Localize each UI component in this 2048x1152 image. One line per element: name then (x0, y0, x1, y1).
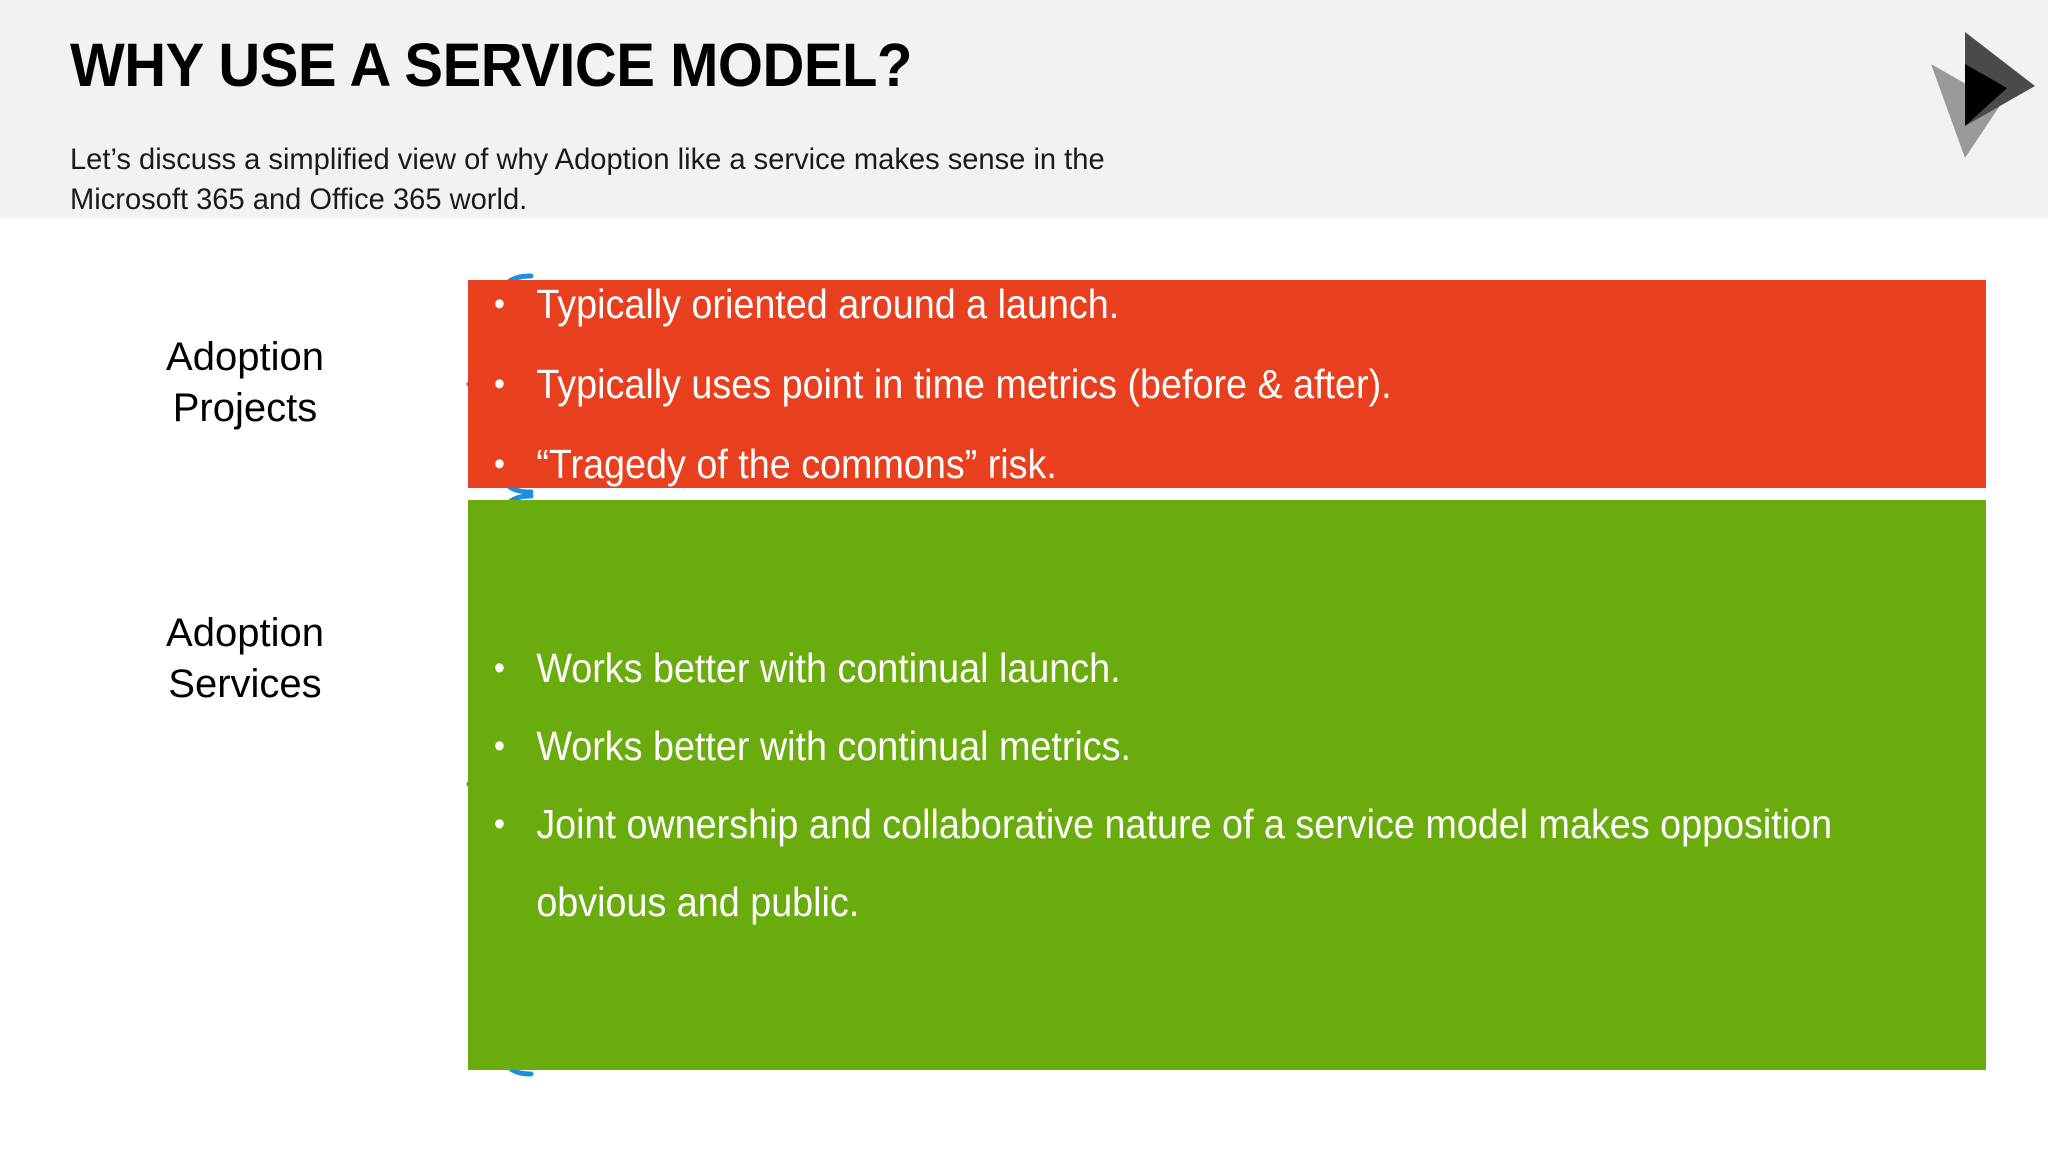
list-item: • “Tragedy of the commons” risk. (494, 424, 1834, 504)
logo-overlap-triangle (1965, 64, 2007, 126)
subtitle-line-2: Microsoft 365 and Office 365 world. (70, 183, 528, 216)
bullet-icon: • (494, 365, 505, 403)
group-label-adoption-projects: Adoption Projects (80, 332, 410, 434)
group-label-line-2: Projects (172, 386, 318, 430)
group-label-line-1: Adoption (166, 335, 324, 379)
bullet-icon: • (494, 445, 505, 483)
bullet-text: Typically oriented around a launch. (536, 281, 1120, 327)
content-band-adoption-projects: • Typically oriented around a launch. • … (468, 280, 1986, 488)
bullet-text: “Tragedy of the commons” risk. (536, 441, 1057, 487)
bullet-text: Joint ownership and collaborative nature… (536, 801, 1833, 925)
content-band-adoption-services: • Works better with continual launch. • … (468, 500, 1986, 1070)
bullet-icon: • (494, 285, 505, 323)
list-item: • Works better with continual launch. (494, 629, 1834, 707)
group-label-line-2: Services (168, 662, 322, 706)
subtitle-line-1: Let’s discuss a simplified view of why A… (70, 143, 1105, 176)
group-label-adoption-services: Adoption Services (80, 608, 410, 710)
bullet-text: Works better with continual launch. (536, 645, 1121, 691)
slide-subtitle: Let’s discuss a simplified view of why A… (70, 140, 1544, 220)
list-item: • Typically uses point in time metrics (… (494, 344, 1834, 424)
header-band (0, 0, 2048, 218)
list-item: • Typically oriented around a launch. (494, 264, 1834, 344)
play-triangles-logo (1925, 18, 2035, 158)
bullet-icon: • (494, 649, 505, 687)
page-title: WHY USE A SERVICE MODEL? (70, 31, 912, 99)
bullet-text: Typically uses point in time metrics (be… (536, 361, 1392, 407)
bullet-text: Works better with continual metrics. (536, 723, 1131, 769)
list-item: • Works better with continual metrics. (494, 707, 1834, 785)
bullet-icon: • (494, 727, 505, 765)
list-item: • Joint ownership and collaborative natu… (494, 785, 1834, 941)
bullet-icon: • (494, 805, 505, 843)
group-label-line-1: Adoption (166, 611, 324, 655)
